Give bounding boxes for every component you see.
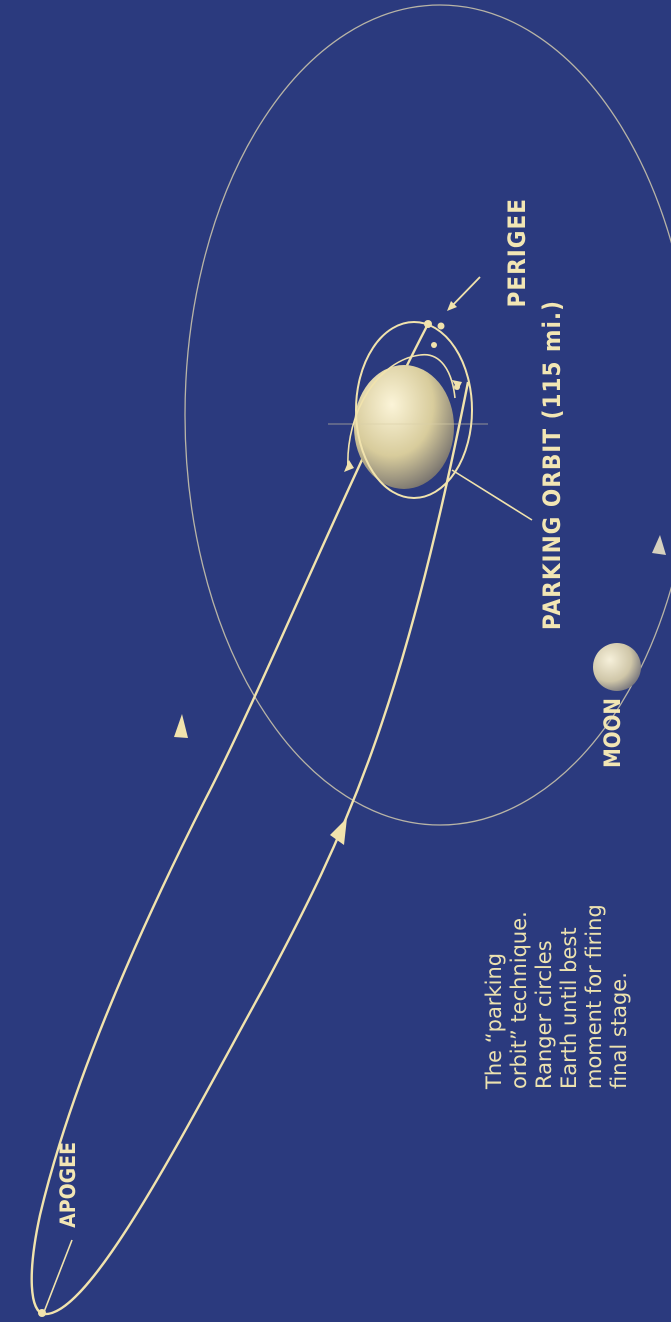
moon [593,643,641,691]
parking-orbit-leader-line [451,469,533,521]
caption-line-2: Ranger circles Earth until best [532,927,581,1089]
apogee-label: APOGEE [56,1142,80,1228]
parking-orbit-arrow-icon [344,460,354,472]
caption-line-1: The “parking orbit” technique. [482,911,531,1089]
burn-point [437,322,445,330]
moon-label: MOON [601,698,626,768]
perigee-label: PERIGEE [503,198,531,308]
parking-orbit-inner-path [347,353,456,471]
caption-line-3: moment for firing final stage. [582,904,631,1089]
perigee-point [424,320,432,328]
trajectory-arrow-icon-return [330,818,347,845]
caption: The “parking orbit” technique. Ranger ci… [482,900,632,1089]
transfer-trajectory [30,323,470,1316]
orbit-marker [431,342,437,348]
apogee-leader-line [43,1239,73,1313]
earth [354,365,454,489]
trajectory-arrow-icon-outbound [174,714,188,738]
parking-orbit-label: PARKING ORBIT (115 mi.) [538,300,566,631]
parking-orbit-arrow-icon-2 [452,380,462,390]
moon-orbit-arrow-icon [652,535,666,555]
perigee-leader-line [448,276,481,310]
perigee-arrow-icon [447,301,457,311]
moon-orbit [184,4,671,826]
parking-orbit [355,321,473,499]
